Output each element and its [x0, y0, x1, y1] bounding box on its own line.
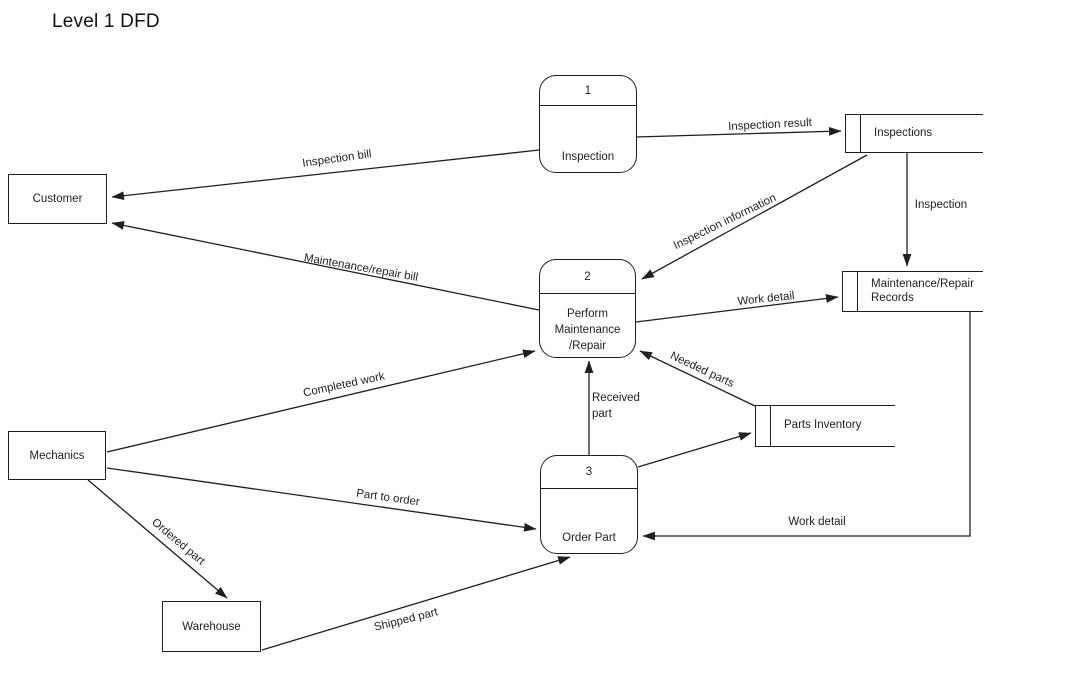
datastore-parts-inventory: Parts Inventory [755, 405, 895, 447]
process-2-number: 2 [540, 260, 635, 294]
flow-arrow-maintenance-repair-bill [111, 221, 540, 311]
flow-arrow-part-to-order [106, 467, 537, 532]
datastore-left-bar [770, 406, 772, 446]
process-3-number: 3 [541, 456, 637, 489]
flow-arrow-shipped-part [261, 556, 571, 651]
flow-arrow-ordered-part [87, 479, 228, 599]
page-title: Level 1 DFD [52, 11, 160, 32]
datastore-left-bar [860, 115, 862, 152]
flow-arrow-order-part-to-parts-inventory [637, 432, 752, 468]
datastore-left-bar [857, 272, 859, 311]
entity-mechanics-label: Mechanics [29, 449, 85, 462]
process-3-label: Order Part [562, 532, 616, 544]
entity-warehouse: Warehouse [162, 601, 261, 652]
process-1-number: 1 [540, 76, 636, 106]
flow-arrow-work-detail-lower [642, 311, 971, 541]
datastore-inspections: Inspections [845, 114, 983, 153]
flow-arrow-needed-parts [639, 350, 756, 407]
flow-arrow-inspection-information [641, 154, 868, 280]
entity-customer: Customer [8, 174, 107, 224]
datastore-maintenance-repair-records: Maintenance/Repair Records [842, 271, 983, 312]
process-2-label: Perform Maintenance /Repair [554, 308, 621, 352]
process-1-label: Inspection [561, 151, 615, 163]
flow-arrow-work-detail-upper [635, 294, 839, 323]
process-3-order-part: 3 Order Part [540, 455, 638, 554]
flow-arrow-inspection-bill [111, 149, 540, 201]
flow-arrow-completed-work [106, 349, 536, 453]
flow-label-received-part: Received part [592, 392, 640, 420]
entity-mechanics: Mechanics [8, 431, 106, 480]
flow-label-inspection: Inspection [914, 199, 968, 211]
datastore-maintenance-repair-records-label: Maintenance/Repair Records [871, 278, 974, 304]
datastore-inspections-label: Inspections [874, 126, 933, 139]
process-1-inspection: 1 Inspection [539, 75, 637, 173]
entity-warehouse-label: Warehouse [182, 620, 241, 633]
process-2-perform-maintenance-repair: 2 Perform Maintenance /Repair [539, 259, 636, 358]
entity-customer-label: Customer [32, 193, 83, 205]
datastore-parts-inventory-label: Parts Inventory [784, 419, 862, 432]
flow-label-work-detail-lower: Work detail [788, 516, 846, 528]
flow-arrow-inspection-result [635, 126, 842, 138]
